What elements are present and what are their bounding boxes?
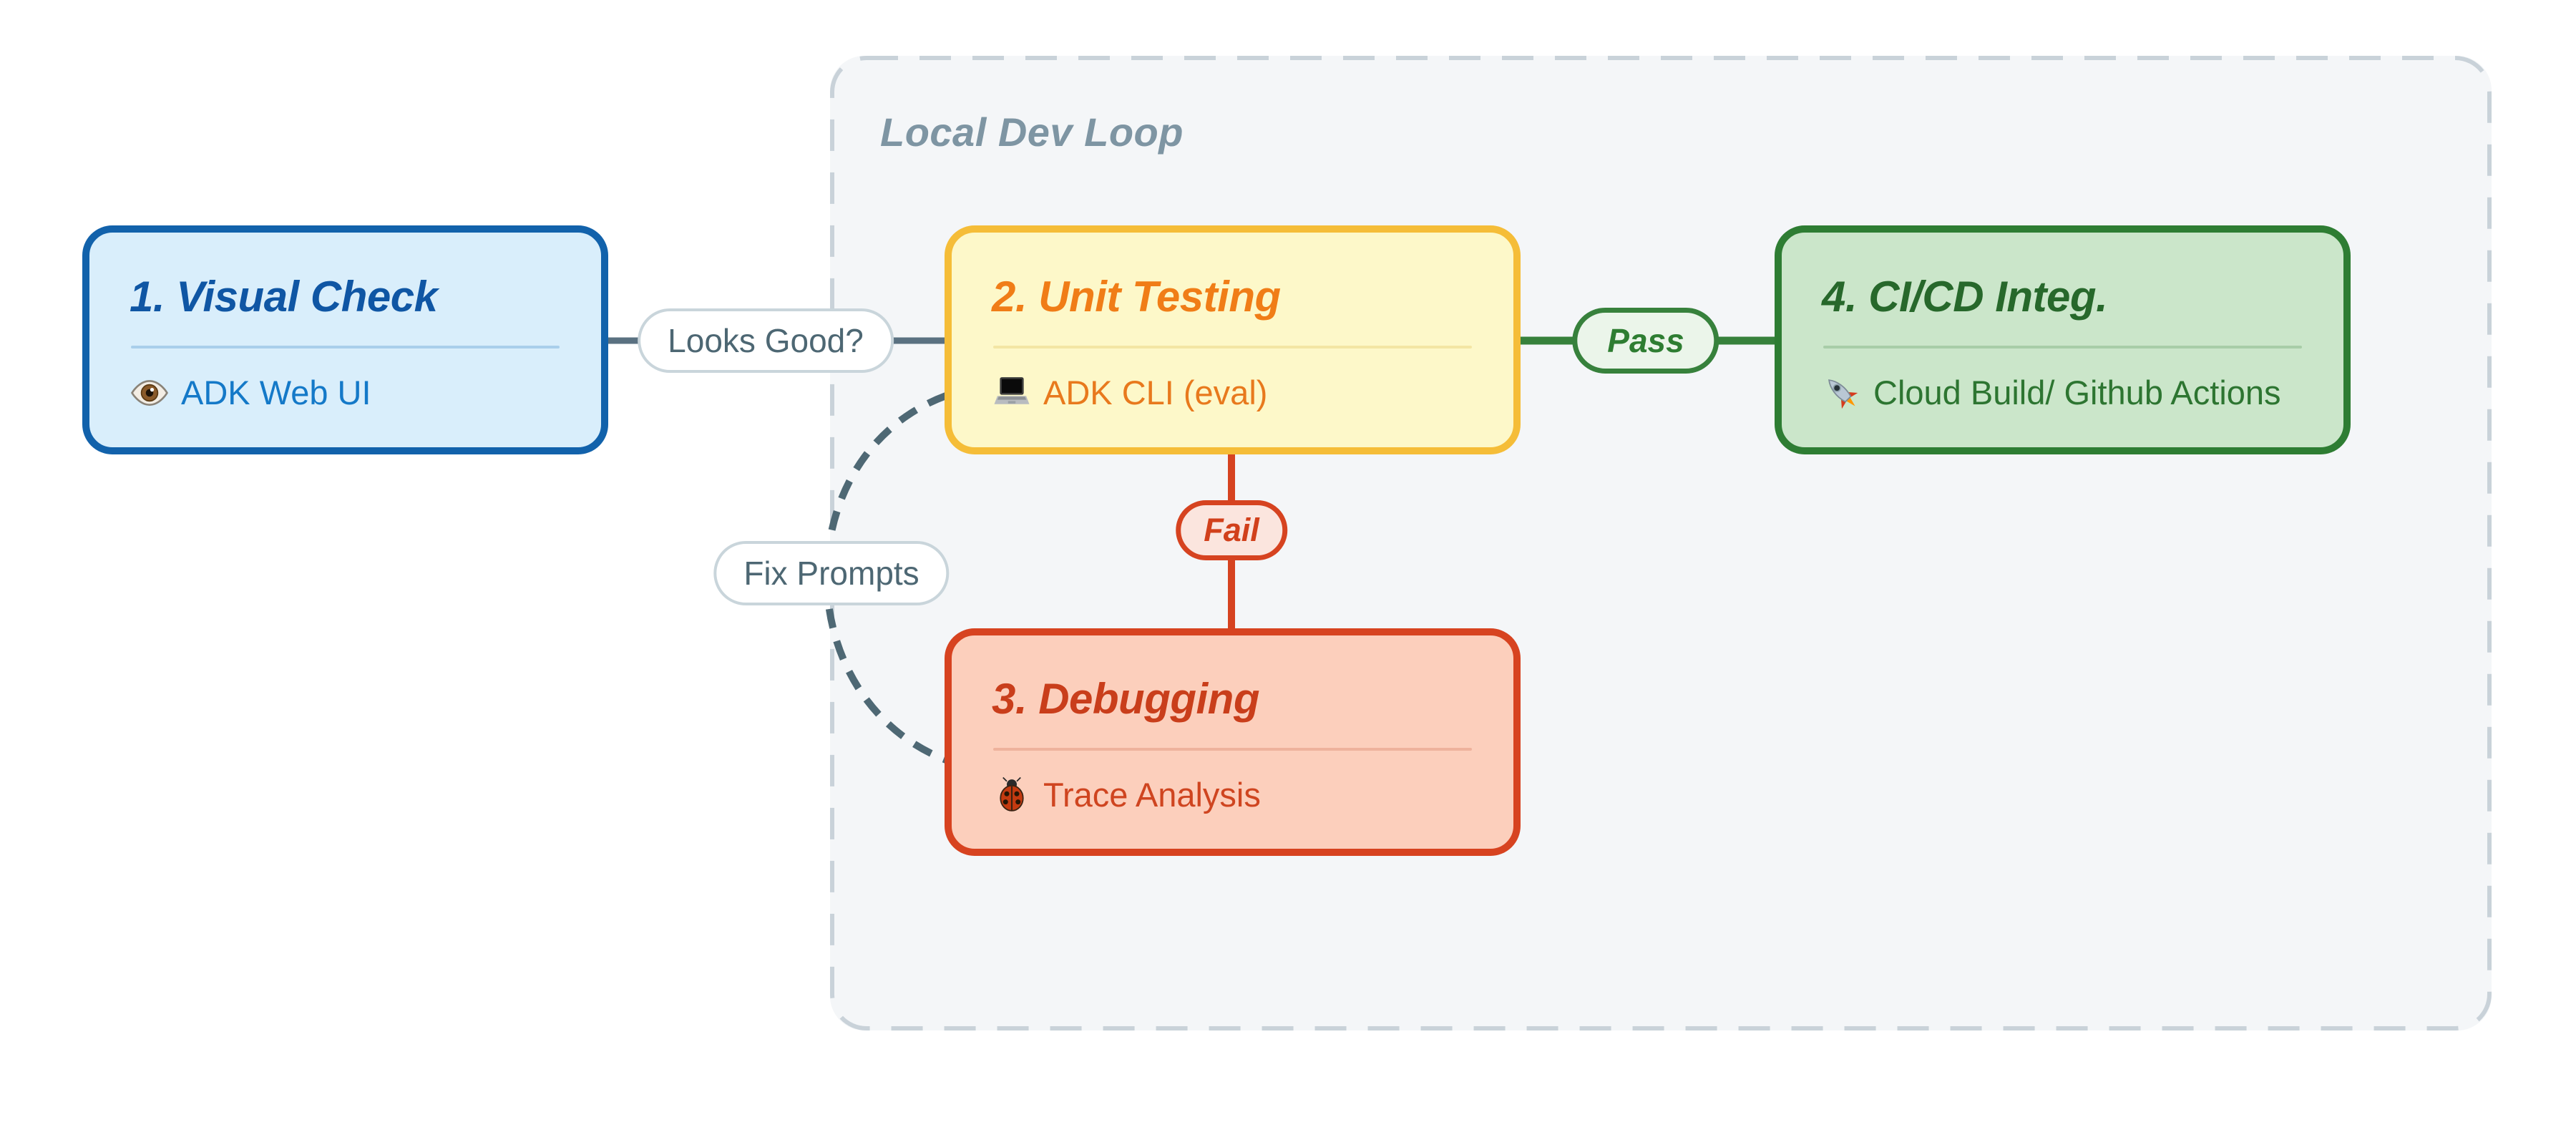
node-visual-check: 1. Visual Check ADK Web UI (82, 225, 608, 454)
laptop-icon (992, 373, 1032, 413)
node-body-label: ADK CLI (eval) (1043, 374, 1268, 411)
local-dev-loop-cluster (830, 56, 2492, 1030)
node-cicd-integ: 4. CI/CD Integ. Cloud Build/ Github Acti… (1775, 225, 2351, 454)
node-title: 2. Unit Testing (992, 272, 1281, 321)
node-body: ADK CLI (eval) (992, 373, 1473, 413)
node-title: 3. Debugging (992, 674, 1259, 723)
eye-icon (130, 373, 170, 413)
node-divider (131, 345, 560, 349)
edge-label-fix-prompts: Fix Prompts (713, 541, 950, 605)
lady-beetle-icon (992, 775, 1032, 815)
node-body: ADK Web UI (130, 373, 561, 413)
node-body-label: Trace Analysis (1043, 776, 1261, 814)
cluster-dashed-border (830, 56, 2492, 1030)
cluster-label: Local Dev Loop (880, 109, 1184, 155)
edge-label-pass: Pass (1572, 308, 1719, 374)
node-divider (993, 345, 1472, 349)
node-body: Cloud Build/ Github Actions (1822, 373, 2303, 413)
edge-label-looks-good: Looks Good? (638, 308, 894, 373)
edge-label-fail: Fail (1176, 500, 1287, 560)
node-body-label: Cloud Build/ Github Actions (1873, 374, 2281, 411)
node-debugging: 3. Debugging Trace Analysis (945, 628, 1521, 856)
node-title: 1. Visual Check (130, 272, 438, 321)
node-unit-testing: 2. Unit Testing ADK CLI (eval) (945, 225, 1521, 454)
node-title: 4. CI/CD Integ. (1822, 272, 2108, 321)
node-body-label: ADK Web UI (181, 374, 371, 411)
node-divider (993, 747, 1472, 751)
rocket-icon (1822, 373, 1862, 413)
node-divider (1823, 345, 2302, 349)
node-body: Trace Analysis (992, 775, 1473, 815)
